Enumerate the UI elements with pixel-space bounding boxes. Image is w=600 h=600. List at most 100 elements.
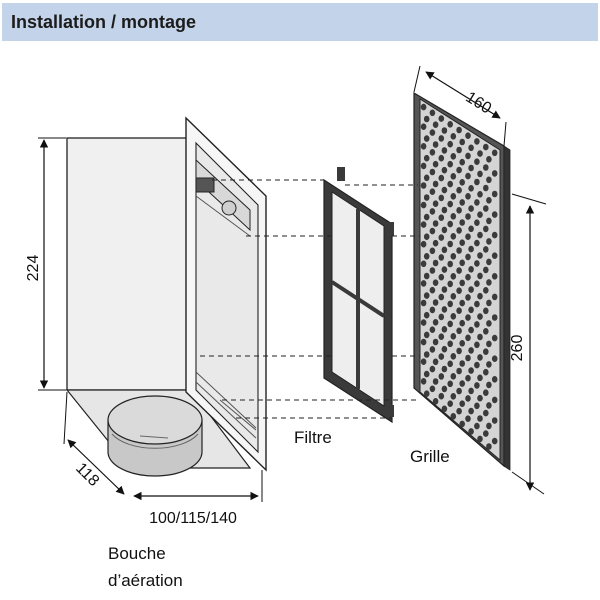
grille-hole (474, 158, 480, 165)
grille-hole (468, 306, 474, 314)
grille-hole (459, 400, 466, 408)
grille-hole (450, 333, 457, 340)
grille-hole (474, 341, 480, 349)
grille-hole (477, 292, 483, 300)
grille-hole (491, 211, 498, 218)
grille-hole (429, 267, 436, 274)
grille-hole (432, 338, 439, 346)
grille-hole (474, 280, 480, 288)
grille-hole (429, 168, 436, 176)
grille-hole (459, 279, 466, 287)
grille-hole (429, 365, 436, 373)
grille-hole (441, 266, 448, 273)
grille-hole (465, 334, 471, 342)
grille-hole (465, 354, 471, 362)
grille-hole (491, 376, 498, 383)
grille-hole (459, 219, 466, 226)
grille-hole (477, 374, 483, 382)
grille-hole (474, 361, 480, 369)
grille-hole (423, 252, 430, 260)
grille-hole (420, 221, 427, 228)
grille-hole (483, 368, 489, 376)
section-title: Installation / montage (11, 12, 197, 32)
grille-hole (429, 286, 436, 294)
grille-hole (468, 387, 474, 395)
grille-hole (447, 280, 454, 288)
grille-hole (465, 233, 471, 240)
grille-hole (477, 333, 483, 341)
grille-hole (423, 390, 430, 398)
grille-hole (468, 245, 474, 253)
grille-hole (429, 129, 436, 136)
grille-hole (468, 266, 474, 273)
grille-hole (420, 123, 427, 130)
grille-hole (447, 400, 454, 408)
grille-hole (450, 413, 457, 420)
grille-hole (432, 319, 439, 326)
grille-hole (420, 338, 427, 346)
grille-hole (477, 313, 483, 320)
grille-hole (491, 314, 498, 321)
grille-hole (447, 220, 454, 228)
grille-hole (474, 422, 480, 430)
grille-hole (491, 293, 498, 301)
grille-hole (420, 319, 427, 326)
grille-hole (474, 300, 480, 308)
grille-hole (432, 121, 439, 128)
grille-hole (465, 152, 471, 160)
grille-hole (420, 240, 427, 248)
grille-hole (483, 389, 489, 397)
grille-panel (413, 91, 511, 471)
grille-hole (483, 246, 489, 253)
grille-hole (423, 311, 430, 319)
grille-hole (432, 259, 439, 267)
filter-frame (323, 167, 394, 424)
dimension-duct: 100/115/140 (133, 470, 263, 527)
grille-hole (465, 273, 471, 281)
dimension-grille-height: 260 (509, 193, 547, 495)
grille-hole (468, 286, 474, 293)
grille-hole (483, 184, 489, 192)
grille-hole (420, 182, 427, 189)
grille-hole (468, 326, 474, 334)
grille-hole (474, 219, 480, 226)
grille-hole (438, 273, 445, 281)
grille-hole (456, 267, 462, 274)
grille-hole (486, 340, 492, 348)
grille-hole (486, 197, 492, 204)
grille-hole (477, 435, 483, 443)
grille-hole (474, 239, 480, 247)
grille-hole (423, 370, 430, 378)
grille-hole (459, 179, 466, 186)
grille-hole (420, 358, 427, 366)
grille-hole (432, 378, 439, 385)
grille-hole (423, 351, 430, 358)
grille-hole (450, 393, 457, 400)
grille-hole (468, 428, 474, 435)
grille-hole (491, 417, 498, 424)
grille-hole (486, 217, 492, 225)
grille-hole (486, 361, 492, 368)
grille-hole (468, 225, 474, 233)
grille-hole (441, 385, 448, 393)
grille-hole (438, 333, 445, 341)
grille-hole (491, 190, 498, 198)
grille-hole (450, 313, 457, 320)
grille-hole (429, 188, 436, 195)
grille-hole (441, 286, 448, 293)
grille-hole (465, 213, 471, 220)
grille-hole (465, 374, 471, 382)
alignment-lines (200, 179, 420, 419)
grille-hole (468, 185, 474, 192)
grille-hole (423, 174, 430, 182)
grille-hole (483, 409, 489, 417)
grille-hole (429, 385, 436, 393)
grille-hole (477, 211, 483, 218)
grille-hole (438, 214, 445, 221)
grille-hole (420, 103, 427, 111)
grille-hole (483, 266, 489, 274)
grille-hole (491, 252, 498, 259)
grille-hole (420, 280, 427, 287)
grille-hole (483, 205, 489, 212)
grille-hole (459, 138, 466, 146)
